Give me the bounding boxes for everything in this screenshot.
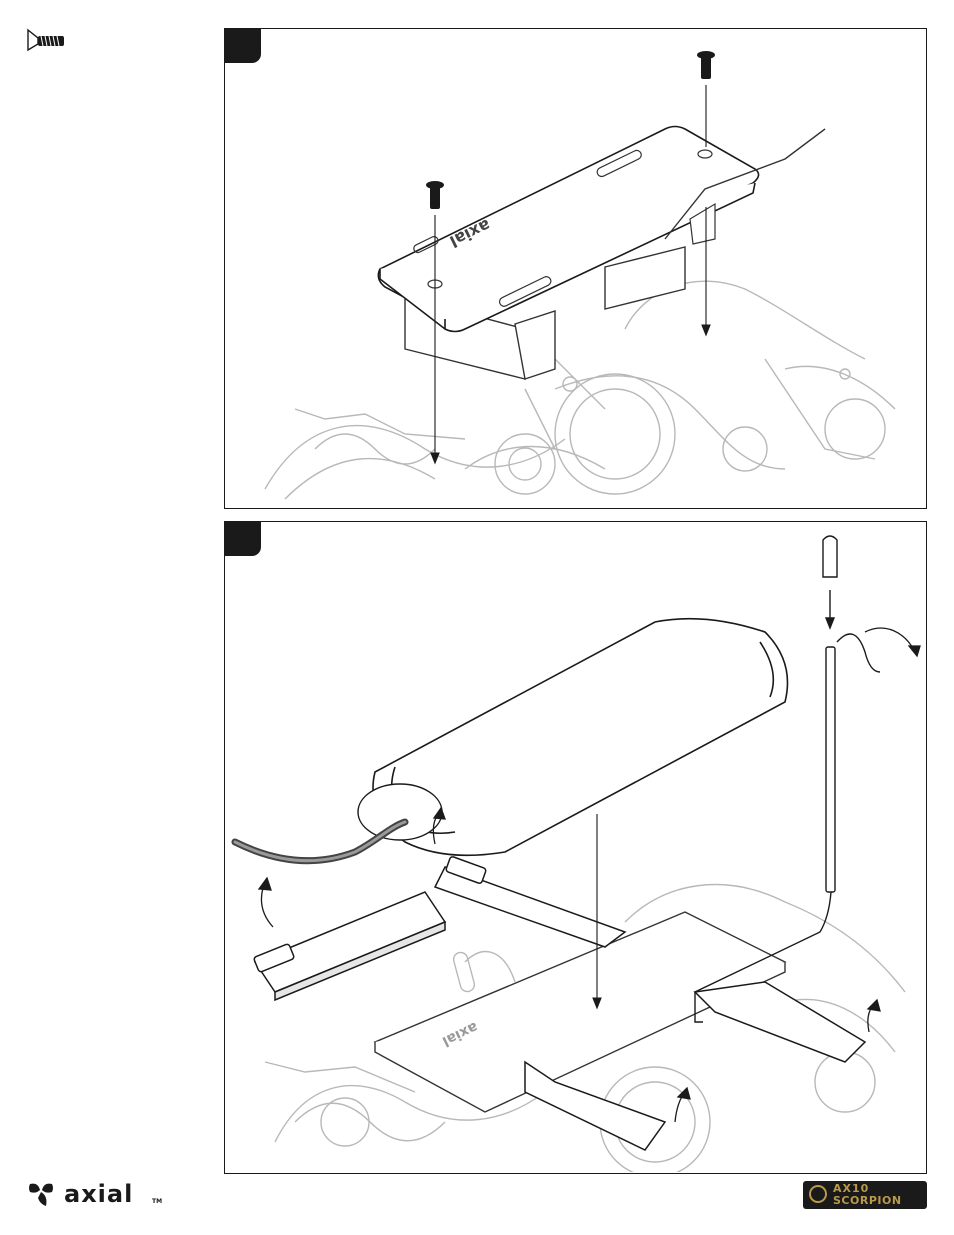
badge-line-2: SCORPION	[833, 1194, 902, 1207]
axial-logo-text: axial	[64, 1180, 133, 1208]
scorpion-icon	[809, 1185, 827, 1203]
axial-mark-icon	[26, 1180, 56, 1208]
hardware-key	[26, 28, 70, 52]
battery-install-illustration: axial	[225, 522, 925, 1172]
product-badge: AX10 SCORPION	[803, 1181, 927, 1209]
axial-logo-tm: TM	[152, 1198, 162, 1205]
axial-logo: axial TM	[26, 1180, 166, 1210]
step-panel-2: axial	[224, 521, 927, 1174]
step-panel-1: axial	[224, 28, 927, 509]
esc-mounting-illustration: axial	[225, 29, 925, 507]
flat-head-screw-icon	[26, 28, 70, 52]
